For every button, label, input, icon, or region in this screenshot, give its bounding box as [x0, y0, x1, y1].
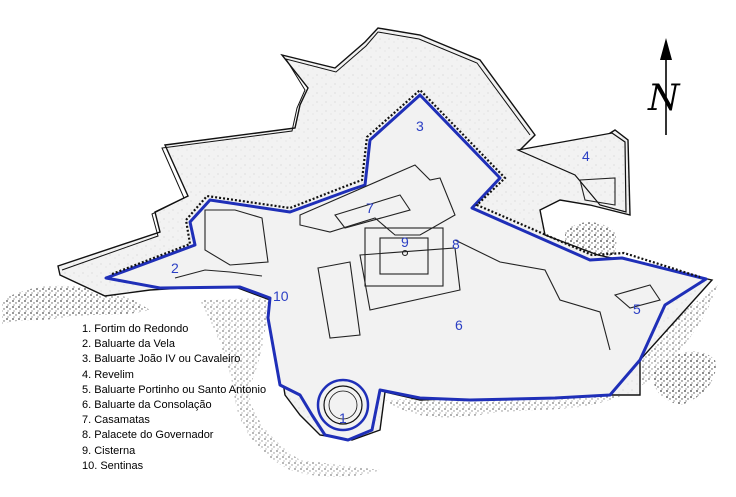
map-label-5: 5 [633, 301, 641, 317]
map-label-9: 9 [401, 234, 409, 250]
map-label-4: 4 [582, 148, 590, 164]
map-label-3: 3 [416, 118, 424, 134]
legend-item: 7. Casamatas [82, 414, 150, 427]
legend-item: 1. Fortim do Redondo [82, 323, 189, 335]
map-label-8: 8 [452, 236, 460, 252]
legend-item: 5. Baluarte Portinho ou Santo Antonio [82, 383, 267, 396]
map-label-7: 7 [366, 200, 374, 216]
fortress-wall-parapet [111, 88, 701, 279]
legend-item: 9. Cisterna [82, 444, 136, 457]
legend: 1. Fortim do Redondo 2. Baluarte da Vela… [82, 322, 266, 474]
map-label-10: 10 [273, 288, 289, 304]
fortress-wall [104, 93, 708, 442]
outer-glacis-inner-line [61, 31, 531, 271]
ravelin-outline [515, 132, 627, 213]
legend-item: 2. Baluarte da Vela [82, 338, 175, 351]
fortim-do-redondo [316, 378, 370, 432]
map-label-2: 2 [171, 260, 179, 276]
legend-item: 3. Baluarte João IV ou Cavaleiro [82, 353, 241, 366]
map-label-1: 1 [339, 410, 347, 426]
legend-item: 6. Baluarte da Consolação [82, 399, 212, 412]
north-arrow: N [647, 38, 681, 135]
legend-item: 4. Revelim [82, 368, 134, 381]
north-label: N [647, 78, 681, 119]
legend-item: 8. Palacete do Governador [82, 429, 214, 442]
map-label-6: 6 [455, 317, 463, 333]
map-labels: 1 2 3 4 5 6 7 8 9 10 [171, 118, 641, 426]
legend-item: 10. Sentinas [82, 459, 144, 472]
interior-buildings [174, 164, 661, 351]
